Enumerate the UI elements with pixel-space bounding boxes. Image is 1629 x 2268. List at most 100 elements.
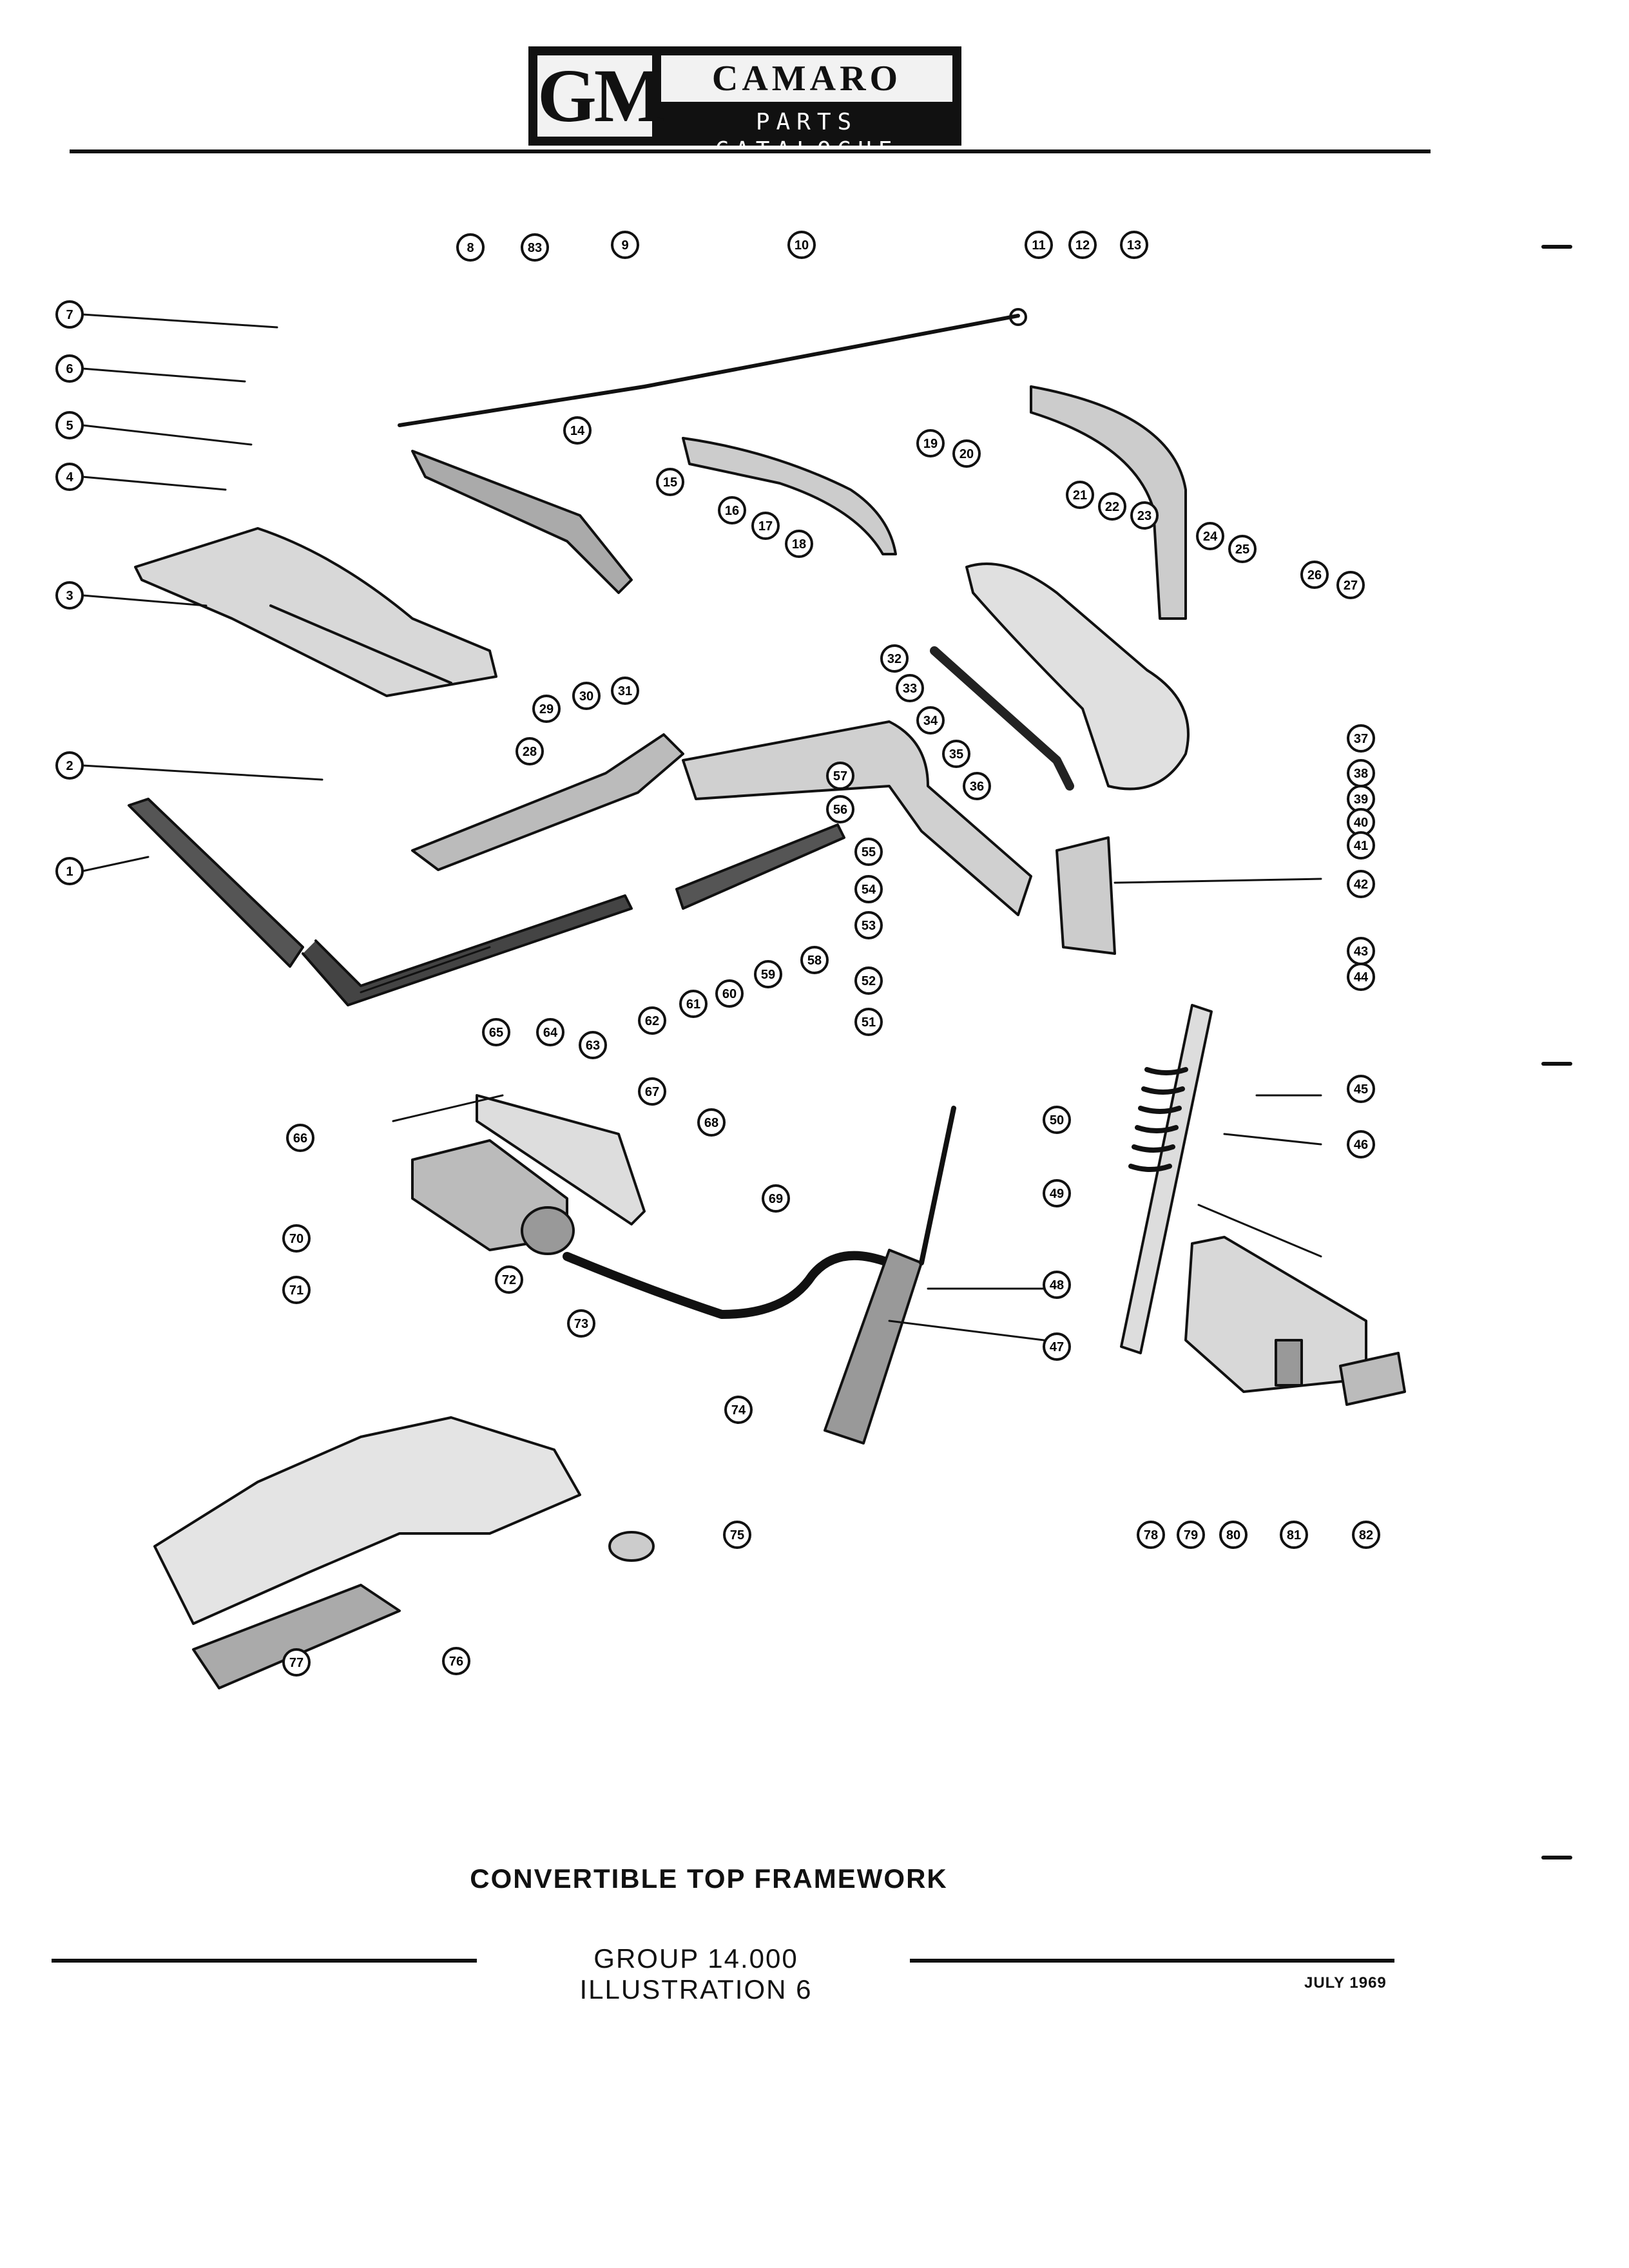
callout-61: 61 bbox=[679, 990, 708, 1018]
callout-9: 9 bbox=[611, 231, 639, 259]
callout-circle bbox=[482, 1018, 510, 1046]
callout-circle bbox=[697, 1108, 726, 1137]
callout-number: 6 bbox=[66, 362, 73, 376]
callout-8: 8 bbox=[456, 233, 485, 262]
callout-78: 78 bbox=[1137, 1521, 1165, 1549]
callout-38: 38 bbox=[1347, 759, 1375, 787]
callout-69: 69 bbox=[762, 1184, 790, 1213]
callout-circle bbox=[495, 1265, 523, 1294]
callout-number: 65 bbox=[489, 1026, 503, 1040]
callout-circle bbox=[55, 751, 84, 780]
callout-number: 45 bbox=[1354, 1082, 1368, 1097]
footer-rule-right bbox=[910, 1959, 1394, 1963]
callout-number: 32 bbox=[887, 652, 901, 666]
callout-60: 60 bbox=[715, 979, 744, 1008]
callout-33: 33 bbox=[896, 674, 924, 702]
callout-number: 70 bbox=[289, 1232, 304, 1246]
callout-number: 12 bbox=[1075, 238, 1090, 253]
callout-number: 60 bbox=[722, 987, 737, 1001]
callout-53: 53 bbox=[854, 911, 883, 939]
callout-number: 14 bbox=[570, 424, 585, 438]
callout-number: 39 bbox=[1354, 793, 1368, 807]
callout-circle bbox=[611, 677, 639, 705]
callout-circle bbox=[1043, 1179, 1071, 1207]
callout-number: 36 bbox=[970, 780, 984, 794]
callout-circle bbox=[282, 1276, 311, 1304]
callout-45: 45 bbox=[1347, 1075, 1375, 1103]
callout-circle bbox=[724, 1396, 753, 1424]
callout-circle bbox=[1347, 963, 1375, 991]
callout-circle bbox=[800, 946, 829, 974]
callout-circle bbox=[1177, 1521, 1205, 1549]
callout-number: 26 bbox=[1307, 568, 1322, 582]
callout-number: 51 bbox=[862, 1015, 876, 1030]
publication-date: JULY 1969 bbox=[1304, 1974, 1387, 1992]
callout-number: 7 bbox=[66, 308, 73, 322]
callout-77: 77 bbox=[282, 1648, 311, 1677]
callout-circle bbox=[1120, 231, 1148, 259]
callout-circle bbox=[656, 468, 684, 496]
callout-14: 14 bbox=[563, 416, 592, 445]
callout-35: 35 bbox=[942, 740, 970, 768]
callout-circle bbox=[854, 911, 883, 939]
callout-circle bbox=[751, 512, 780, 540]
callout-27: 27 bbox=[1336, 571, 1365, 599]
callout-circle bbox=[567, 1309, 595, 1338]
callout-79: 79 bbox=[1177, 1521, 1205, 1549]
model-title: CAMARO bbox=[661, 55, 952, 102]
callout-circle bbox=[1025, 231, 1053, 259]
callout-circle bbox=[787, 231, 816, 259]
callout-number: 24 bbox=[1203, 530, 1218, 544]
callout-number: 58 bbox=[807, 954, 822, 968]
callout-circle bbox=[611, 231, 639, 259]
gm-logo: GM bbox=[537, 53, 666, 138]
callout-circle bbox=[1043, 1332, 1071, 1361]
callout-62: 62 bbox=[638, 1006, 666, 1035]
callout-55: 55 bbox=[854, 838, 883, 866]
callout-circle bbox=[1068, 231, 1097, 259]
callout-number: 49 bbox=[1050, 1187, 1064, 1201]
callout-circle bbox=[1280, 1521, 1308, 1549]
callout-number: 77 bbox=[289, 1656, 304, 1670]
callout-number: 42 bbox=[1354, 878, 1368, 892]
callout-number: 47 bbox=[1050, 1340, 1064, 1354]
callout-circle bbox=[1196, 522, 1224, 550]
callout-circle bbox=[952, 439, 981, 468]
callout-number: 52 bbox=[862, 974, 876, 988]
callout-number: 4 bbox=[66, 470, 73, 485]
callout-circle bbox=[896, 674, 924, 702]
callout-circle bbox=[579, 1031, 607, 1059]
callout-circle bbox=[1347, 870, 1375, 898]
callout-81: 81 bbox=[1280, 1521, 1308, 1549]
callout-70: 70 bbox=[282, 1224, 311, 1253]
callout-number: 5 bbox=[66, 419, 73, 433]
callout-number: 41 bbox=[1354, 839, 1368, 853]
callout-number: 17 bbox=[758, 519, 773, 533]
callout-11: 11 bbox=[1025, 231, 1053, 259]
callout-32: 32 bbox=[880, 644, 909, 673]
callout-number: 74 bbox=[731, 1403, 746, 1418]
callout-44: 44 bbox=[1347, 963, 1375, 991]
callout-31: 31 bbox=[611, 677, 639, 705]
callout-6: 6 bbox=[55, 354, 84, 383]
callout-number: 11 bbox=[1032, 238, 1045, 253]
callout-number: 66 bbox=[293, 1131, 307, 1146]
callout-17: 17 bbox=[751, 512, 780, 540]
header-rule bbox=[70, 149, 1431, 153]
callout-34: 34 bbox=[916, 706, 945, 735]
callout-number: 37 bbox=[1354, 732, 1368, 746]
callout-circle bbox=[785, 530, 813, 558]
callout-circle bbox=[963, 772, 991, 800]
callout-circle bbox=[1347, 1130, 1375, 1158]
callout-circle bbox=[516, 737, 544, 765]
callout-68: 68 bbox=[697, 1108, 726, 1137]
callout-37: 37 bbox=[1347, 724, 1375, 753]
callout-circle bbox=[1352, 1521, 1380, 1549]
callout-circle bbox=[1098, 492, 1126, 521]
callout-46: 46 bbox=[1347, 1130, 1375, 1158]
callout-3: 3 bbox=[55, 581, 84, 610]
callout-circle bbox=[536, 1018, 564, 1046]
callout-number: 59 bbox=[761, 968, 775, 982]
callout-circle bbox=[572, 682, 601, 710]
callout-circle bbox=[1347, 1075, 1375, 1103]
